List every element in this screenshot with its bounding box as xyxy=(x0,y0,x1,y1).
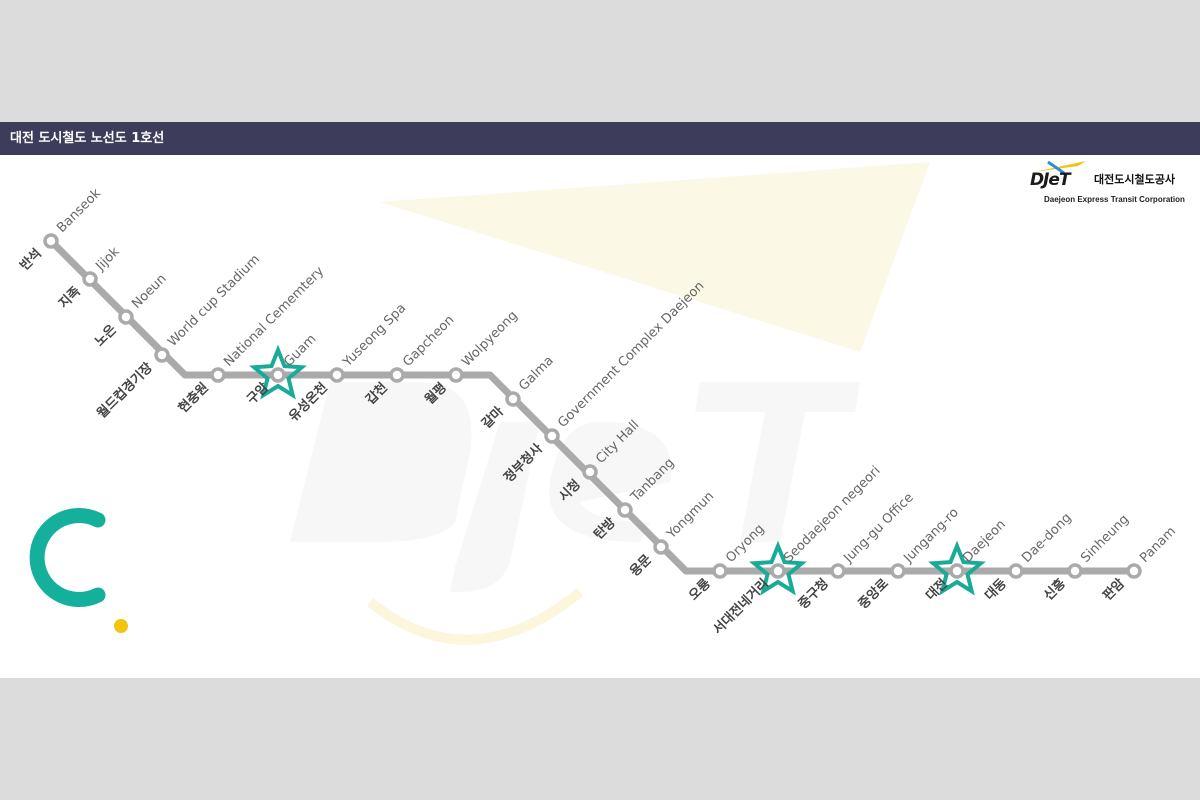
station-label-en: Wolpyeong xyxy=(459,308,521,370)
station-label-ko: 중구청 xyxy=(795,576,832,613)
station-marker[interactable] xyxy=(582,464,598,480)
station-marker[interactable] xyxy=(770,563,786,579)
station-label-ko: 오룡 xyxy=(686,576,714,604)
station-marker[interactable] xyxy=(270,367,286,383)
station-label-ko: 판암 xyxy=(1100,575,1128,603)
station-label-en: Sinheung xyxy=(1078,512,1132,566)
station-marker[interactable] xyxy=(505,391,521,407)
station-label-en: Daejeon xyxy=(960,517,1009,566)
station-label-en: Yongmun xyxy=(664,489,718,543)
brand-name-ko: 대전도시철도공사 xyxy=(1094,173,1175,186)
station-banseok[interactable]: Banseok 반석 xyxy=(17,186,105,274)
station-marker[interactable] xyxy=(118,309,134,325)
station-label-en: Banseok xyxy=(54,186,104,236)
station-marker[interactable] xyxy=(653,539,669,555)
station-label-ko: 중앙로 xyxy=(855,575,892,612)
station-label-ko: 용문 xyxy=(627,551,655,579)
transfer-star-icon xyxy=(249,344,307,400)
station-noeun[interactable]: Noeun 노은 xyxy=(92,271,169,349)
station-label-en: Government Complex Daejeon xyxy=(555,279,707,431)
station-marker[interactable] xyxy=(830,563,846,579)
page-title: 대전 도시철도 노선도 1호선 xyxy=(0,122,1200,155)
station-marker[interactable] xyxy=(1008,563,1024,579)
djet-brand-logo: DJeT 대전도시철도공사 Daejeon Express Transit Co… xyxy=(1030,160,1198,210)
station-marker[interactable] xyxy=(544,428,560,444)
station-label-en: Jijok xyxy=(93,244,123,274)
transfer-star-icon xyxy=(928,540,986,596)
transfer-star-icon xyxy=(749,540,807,596)
station-label-en: Galma xyxy=(516,353,557,394)
station-label-en: Yuseong Spa xyxy=(340,301,410,371)
station-marker[interactable] xyxy=(617,502,633,518)
c-logo-icon xyxy=(29,508,106,607)
station-marker[interactable] xyxy=(210,367,226,383)
station-label-ko: 노은 xyxy=(92,322,120,350)
brand-logo-text: DJeT xyxy=(1030,170,1071,190)
station-label-en: Noeun xyxy=(129,271,169,311)
station-label-ko: 대동 xyxy=(982,576,1010,604)
station-label-ko: 신흥 xyxy=(1041,575,1069,603)
station-marker[interactable] xyxy=(329,367,345,383)
brand-name-en: Daejeon Express Transit Corporation xyxy=(1044,195,1185,204)
station-label-en: Dae-dong xyxy=(1019,510,1074,565)
station-marker[interactable] xyxy=(154,347,170,363)
station-label-ko: 지족 xyxy=(56,284,84,312)
station-marker[interactable] xyxy=(43,233,59,249)
station-label-ko: 반석 xyxy=(17,246,45,274)
station-marker[interactable] xyxy=(949,563,965,579)
station-label-en: Guam xyxy=(281,332,319,370)
station-label-en: Panam xyxy=(1137,524,1179,566)
station-label-ko: 서대전네거리 xyxy=(710,576,772,638)
station-marker[interactable] xyxy=(448,367,464,383)
station-marker[interactable] xyxy=(1126,563,1142,579)
station-marker[interactable] xyxy=(712,563,728,579)
station-label-en: Seodaejeon negeori xyxy=(781,463,883,565)
watermark-graphic xyxy=(290,162,930,645)
station-marker[interactable] xyxy=(890,563,906,579)
station-marker[interactable] xyxy=(1067,563,1083,579)
station-marker[interactable] xyxy=(389,367,405,383)
station-marker[interactable] xyxy=(82,271,98,287)
station-label-ko: 현충원 xyxy=(175,380,212,417)
brand-swoosh-icon xyxy=(1034,160,1086,174)
station-label-en: Gapcheon xyxy=(400,313,457,370)
c-logo-dot xyxy=(114,619,128,633)
station-label-ko: 월드컵경기장 xyxy=(94,359,156,421)
